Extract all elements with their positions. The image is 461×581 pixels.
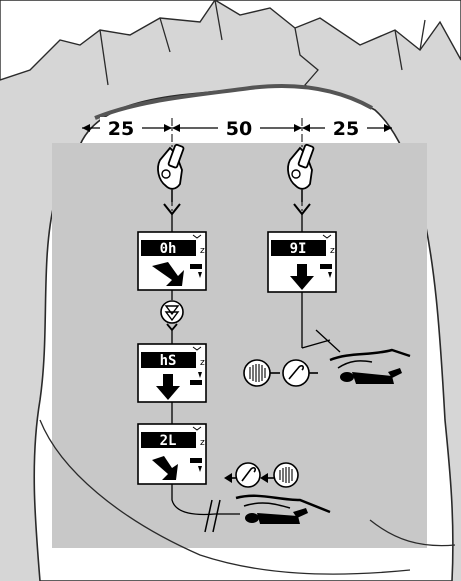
hand-transceiver-icon xyxy=(287,143,315,202)
ridge-line xyxy=(99,0,426,96)
signal-wave-icon xyxy=(273,462,299,488)
svg-text:z: z xyxy=(200,438,205,448)
buried-victim-icon xyxy=(235,494,331,524)
direction-arrow-icon xyxy=(290,264,314,290)
crossed-line-icon xyxy=(301,329,341,353)
display-readout: hS xyxy=(160,353,177,369)
svg-text:z: z xyxy=(200,358,205,368)
signal-wave-icon xyxy=(243,359,271,387)
transceiver-display-left-1: 0h z xyxy=(137,231,207,291)
buried-victim-icon xyxy=(329,348,411,384)
flag-symbol-icon xyxy=(160,300,184,332)
slope-line xyxy=(39,419,456,575)
svg-text:z: z xyxy=(200,246,205,256)
dimension-label-right: 25 xyxy=(333,118,359,140)
search-path-line xyxy=(171,484,240,516)
direction-arrow-icon xyxy=(152,456,178,480)
crossed-line-icon xyxy=(204,499,221,533)
probe-icon xyxy=(282,359,310,387)
dimension-label-middle: 50 xyxy=(226,118,252,140)
transceiver-display-right-1: 9I z xyxy=(267,231,337,293)
hand-transceiver-icon xyxy=(157,143,185,202)
direction-arrow-icon xyxy=(156,374,180,400)
clearing-edge xyxy=(94,84,373,120)
display-readout: 2L xyxy=(160,433,177,449)
sky-area xyxy=(0,0,461,81)
direction-arrow-icon xyxy=(152,262,184,286)
transceiver-display-left-2: hS z xyxy=(137,343,207,403)
dimension-label-left: 25 xyxy=(108,118,134,140)
svg-text:z: z xyxy=(330,246,335,256)
display-readout: 0h xyxy=(160,241,177,257)
search-area xyxy=(52,143,427,548)
display-readout: 9I xyxy=(290,241,307,257)
probe-icon xyxy=(235,462,261,488)
transceiver-display-left-3: 2L z xyxy=(137,423,207,485)
